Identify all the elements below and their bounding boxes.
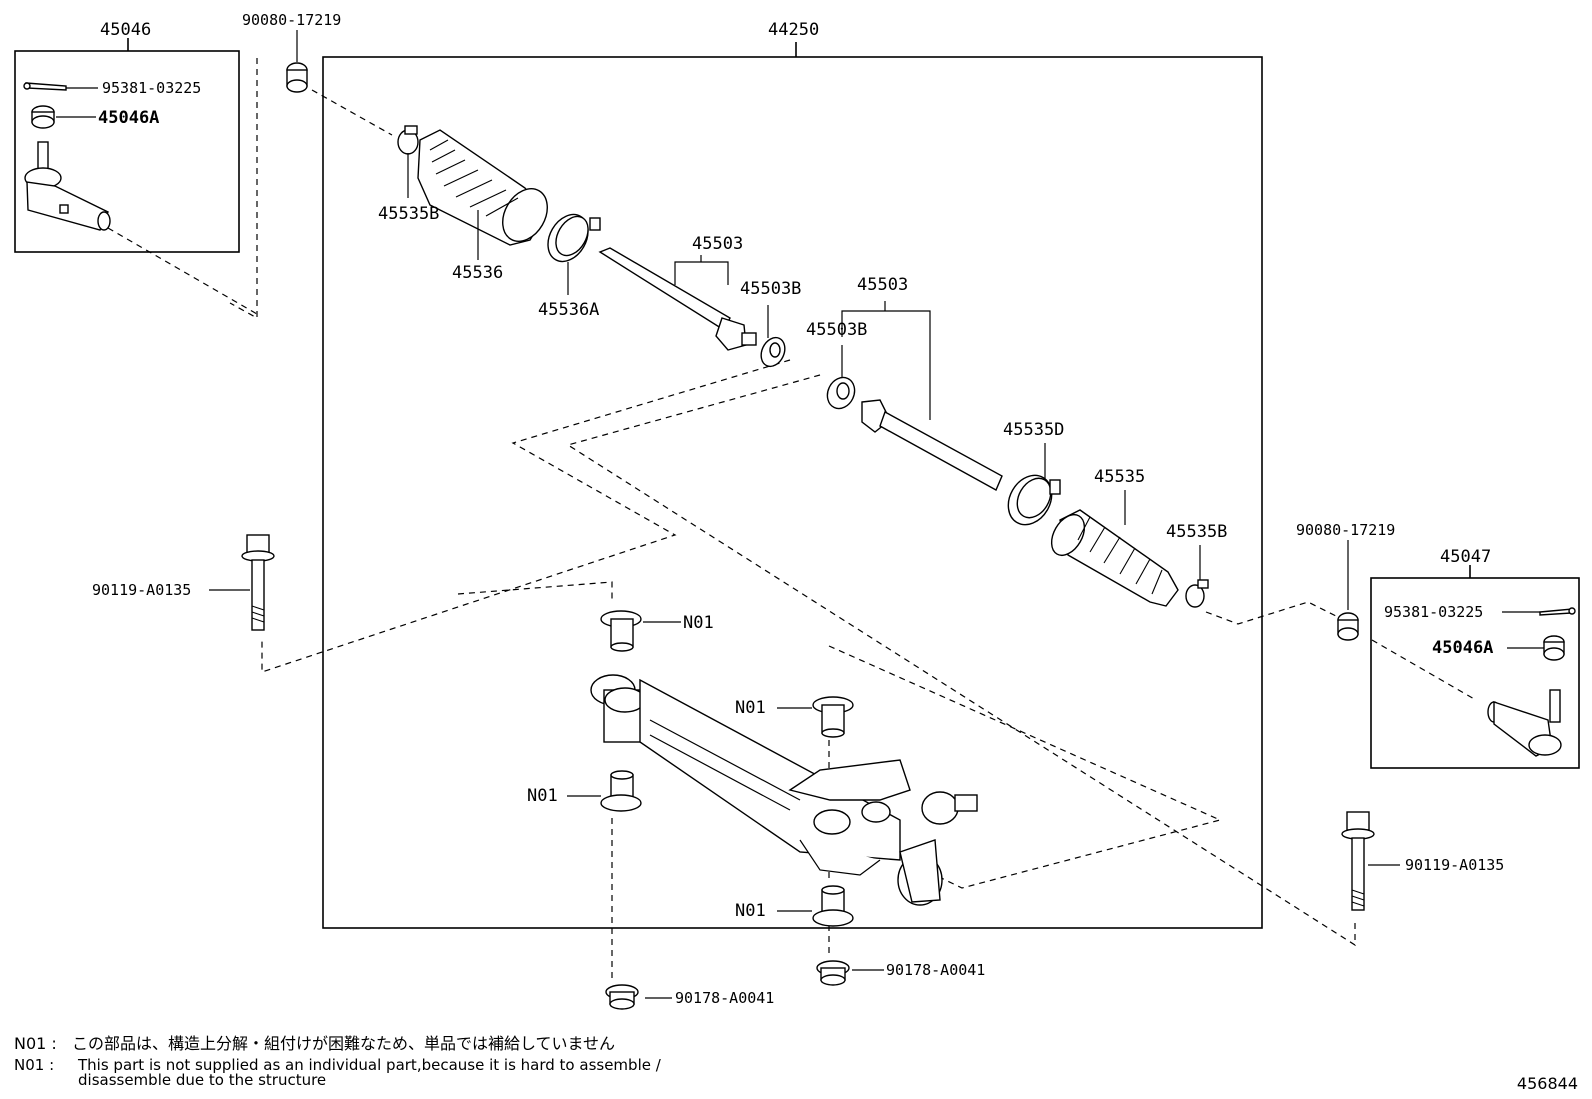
boot-lh-icon (417, 129, 548, 246)
nut-bottom-rh-icon (816, 960, 850, 986)
label-bushing-n01-2: N01 (735, 698, 766, 718)
label-cotter-pin-lh: 95381-03225 (102, 79, 201, 97)
note-n01-text-en-line1: This part is not supplied as an individu… (78, 1056, 661, 1074)
bushing-n01-3-icon (600, 770, 642, 812)
label-nut-90080-lh: 90080-17219 (242, 11, 341, 29)
clamp-rh-icon (1007, 474, 1061, 526)
label-nut-90080-rh: 90080-17219 (1296, 521, 1395, 539)
steering-gear-housing-icon (590, 674, 978, 906)
note-n01-tag-jp: N01 : (14, 1034, 57, 1053)
nut-bottom-lh-icon (605, 984, 639, 1010)
washer-lh-icon (760, 336, 786, 368)
label-leaders (56, 30, 1544, 999)
clamp-lh-icon (547, 213, 601, 263)
label-cotter-pin-rh: 95381-03225 (1384, 603, 1483, 621)
note-n01-english: N01 : This part is not supplied as an in… (14, 1058, 661, 1088)
label-nut-lh: 45046A (98, 108, 159, 128)
gear-assembly-frame (322, 56, 1263, 929)
tie-rod-end-lh-icon (24, 141, 111, 231)
tie-rod-end-lh-frame (14, 50, 240, 253)
label-boot-rh: 45535 (1094, 467, 1145, 487)
figure-number: 456844 (1516, 1074, 1578, 1093)
bolt-rh-icon (1341, 811, 1375, 911)
clip-45535b-lh-icon (397, 125, 419, 155)
label-clamp-lh: 45536A (538, 300, 599, 320)
label-clip-45535b-rh: 45535B (1166, 522, 1227, 542)
label-washer-lh: 45503B (740, 279, 801, 299)
label-tie-rod-end-rh: 45047 (1440, 547, 1491, 567)
cotter-pin-lh-icon (23, 82, 67, 91)
rack-end-rh-icon (861, 399, 1003, 491)
note-n01-text-en-line2: disassemble due to the structure (78, 1071, 327, 1089)
label-bushing-n01-1: N01 (683, 613, 714, 633)
label-clamp-rh: 45535D (1003, 420, 1064, 440)
label-nut-rh: 45046A (1432, 638, 1493, 658)
bushing-n01-4-icon (812, 885, 854, 927)
label-tie-rod-end-lh: 45046 (100, 20, 151, 40)
label-bolt-lh: 90119-A0135 (92, 581, 191, 599)
clip-45535b-rh-icon (1185, 579, 1209, 608)
label-washer-rh: 45503B (806, 320, 867, 340)
label-rack-end-lh: 45503 (692, 234, 743, 254)
bushing-n01-2-icon (812, 696, 854, 738)
washer-rh-icon (826, 376, 856, 410)
nut-rh-icon (1543, 635, 1565, 661)
label-gear-assy: 44250 (768, 20, 819, 40)
label-rack-end-rh: 45503 (857, 275, 908, 295)
label-clip-45535b-lh: 45535B (378, 204, 439, 224)
label-nut-bottom-lh: 90178-A0041 (675, 989, 774, 1007)
nut-90080-rh-icon (1337, 612, 1359, 641)
note-n01-japanese: N01 : この部品は、構造上分解・組付けが困難なため、単品では補給していません (14, 1030, 615, 1054)
tie-rod-end-rh-icon (1487, 689, 1562, 757)
label-bolt-rh: 90119-A0135 (1405, 856, 1504, 874)
nut-90080-lh-icon (286, 62, 308, 93)
bolt-lh-icon (241, 534, 275, 631)
tie-rod-end-rh-frame (1370, 577, 1580, 769)
rack-end-lh-icon (598, 247, 757, 351)
label-bushing-n01-3: N01 (527, 786, 558, 806)
note-n01-tag-en: N01 : (14, 1056, 55, 1074)
bushing-n01-1-icon (600, 610, 642, 652)
label-bushing-n01-4: N01 (735, 901, 766, 921)
nut-lh-icon (31, 105, 55, 129)
label-boot-lh: 45536 (452, 263, 503, 283)
note-n01-text-jp: この部品は、構造上分解・組付けが困難なため、単品では補給していません (72, 1034, 616, 1053)
label-nut-bottom-rh: 90178-A0041 (886, 961, 985, 979)
cotter-pin-rh-icon (1539, 607, 1576, 616)
boot-rh-icon (1050, 509, 1179, 607)
